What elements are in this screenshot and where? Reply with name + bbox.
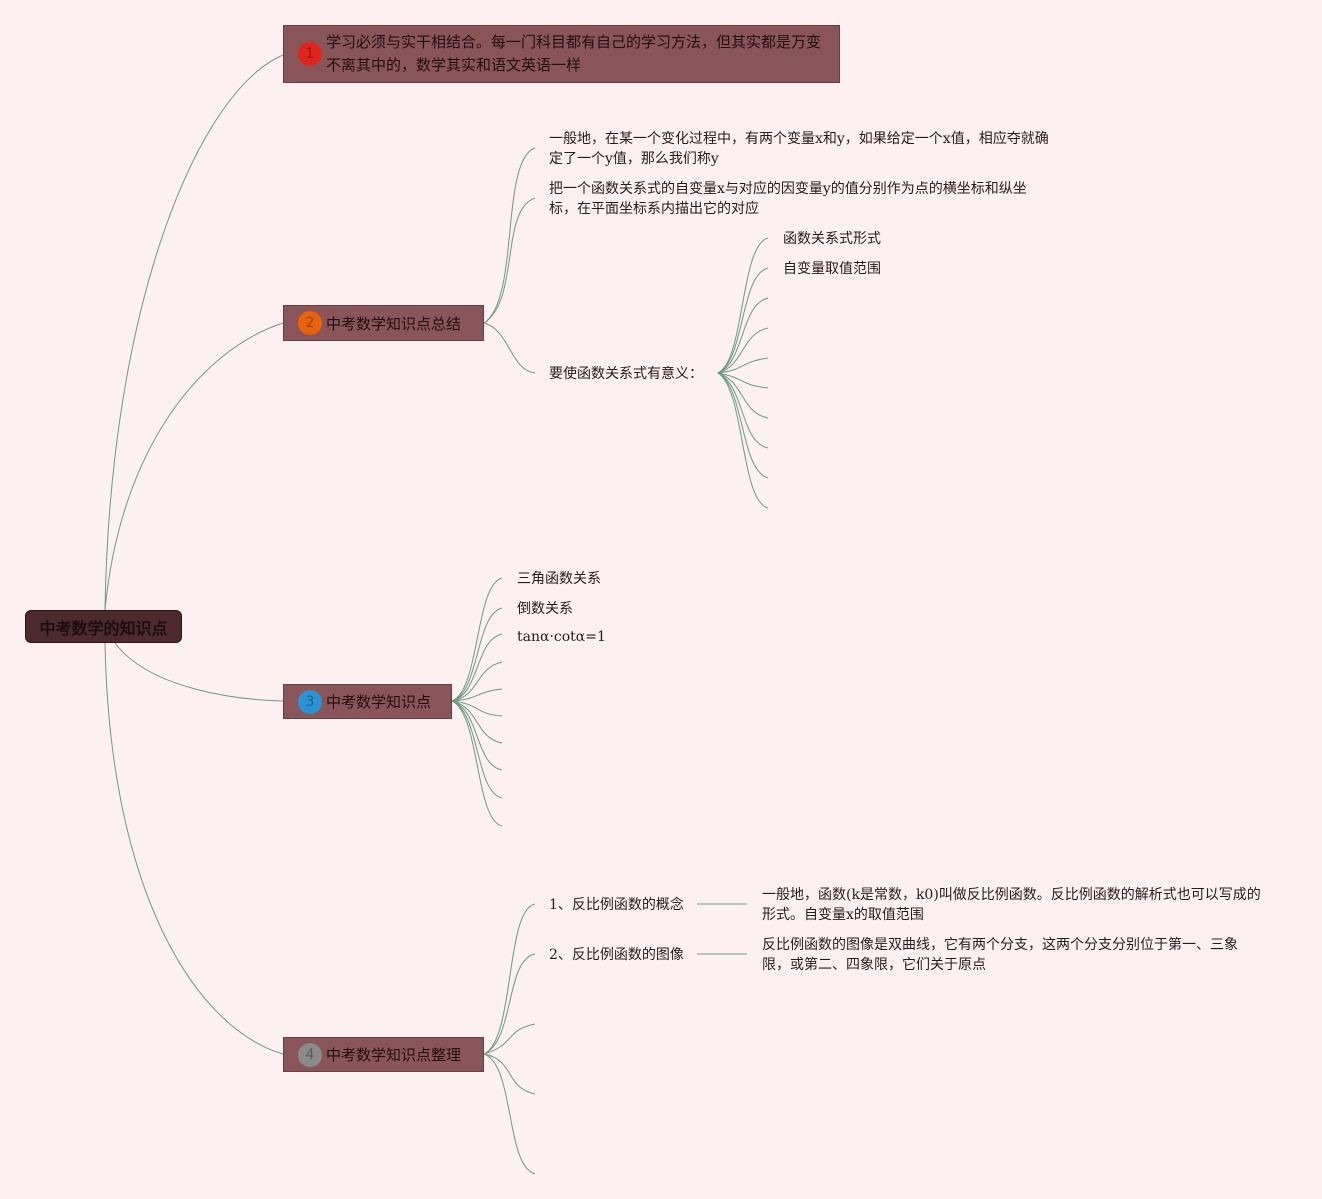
link-t2-graph xyxy=(483,197,536,324)
topic-4-node[interactable]: 4 中考数学知识点整理 xyxy=(283,1037,484,1072)
link-root-topic1 xyxy=(104,54,284,611)
inverse-concept-node[interactable]: 1、反比例函数的概念 xyxy=(549,895,684,915)
topic-2-node[interactable]: 2 中考数学知识点总结 xyxy=(283,305,484,341)
link-t2-definition xyxy=(483,147,536,324)
function-graph-node[interactable]: 把一个函数关系式的自变量x与对应的因变量y的值分别作为点的横坐标和纵坐标，在平面… xyxy=(549,179,1034,219)
topic-1-node[interactable]: 1 学习必须与实干相结合。每一门科目都有自己的学习方法，但其实都是万变不离其中的… xyxy=(283,25,840,83)
number-badge-4: 4 xyxy=(298,1042,322,1067)
inverse-graph-detail-text: 反比例函数的图像是双曲线，它有两个分支，这两个分支分别位于第一、三象限，或第二、… xyxy=(762,937,1238,973)
inverse-concept-label: 1、反比例函数的概念 xyxy=(549,897,684,913)
topic-3-node[interactable]: 3 中考数学知识点 xyxy=(283,684,452,719)
function-definition-node[interactable]: 一般地，在某一个变化过程中，有两个变量x和y，如果给定一个x值，相应夺就确定了一… xyxy=(549,129,1054,169)
trig-relation-node[interactable]: 三角函数关系 xyxy=(517,569,601,589)
domain-range-node[interactable]: 自变量取值范围 xyxy=(783,259,881,279)
topic-4-label: 中考数学知识点整理 xyxy=(326,1046,462,1064)
link-t2-meaningful xyxy=(483,322,536,374)
meaningful-condition-text: 要使函数关系式有意义： xyxy=(549,366,703,382)
number-badge-3: 3 xyxy=(298,689,322,714)
number-badge-1: 1 xyxy=(298,42,322,66)
tan-cot-node[interactable]: tanα·cotα=1 xyxy=(517,627,606,647)
topic-2-label: 中考数学知识点总结 xyxy=(326,314,462,333)
link-root-topic4 xyxy=(104,642,284,1055)
inverse-graph-detail-node[interactable]: 反比例函数的图像是双曲线，它有两个分支，这两个分支分别位于第一、三象限，或第二、… xyxy=(762,935,1247,975)
inverse-concept-detail-text: 一般地，函数(k是常数，k0)叫做反比例函数。反比例函数的解析式也可以写成的形式… xyxy=(762,887,1261,923)
inverse-graph-node[interactable]: 2、反比例函数的图像 xyxy=(549,945,684,965)
function-graph-text: 把一个函数关系式的自变量x与对应的因变量y的值分别作为点的横坐标和纵坐标，在平面… xyxy=(549,181,1027,217)
topic-1-label: 学习必须与实干相结合。每一门科目都有自己的学习方法，但其实都是万变不离其中的，数… xyxy=(326,33,822,74)
inverse-graph-label: 2、反比例函数的图像 xyxy=(549,947,684,963)
function-form-text: 函数关系式形式 xyxy=(783,231,881,247)
reciprocal-relation-node[interactable]: 倒数关系 xyxy=(517,599,573,619)
link-root-topic2 xyxy=(104,322,284,611)
link-root-topic3 xyxy=(114,642,284,702)
root-node[interactable]: 中考数学的知识点 xyxy=(25,610,182,643)
trig-relation-text: 三角函数关系 xyxy=(517,571,601,587)
function-definition-text: 一般地，在某一个变化过程中，有两个变量x和y，如果给定一个x值，相应夺就确定了一… xyxy=(549,131,1049,167)
root-label: 中考数学的知识点 xyxy=(39,618,168,638)
function-form-node[interactable]: 函数关系式形式 xyxy=(783,229,881,249)
topic-3-label: 中考数学知识点 xyxy=(326,693,432,711)
reciprocal-relation-text: 倒数关系 xyxy=(517,601,573,617)
inverse-concept-detail-node[interactable]: 一般地，函数(k是常数，k0)叫做反比例函数。反比例函数的解析式也可以写成的形式… xyxy=(762,885,1262,925)
domain-range-text: 自变量取值范围 xyxy=(783,261,881,277)
number-badge-2: 2 xyxy=(298,311,322,335)
meaningful-condition-node[interactable]: 要使函数关系式有意义： xyxy=(549,364,703,384)
tan-cot-text: tanα·cotα=1 xyxy=(517,629,606,645)
